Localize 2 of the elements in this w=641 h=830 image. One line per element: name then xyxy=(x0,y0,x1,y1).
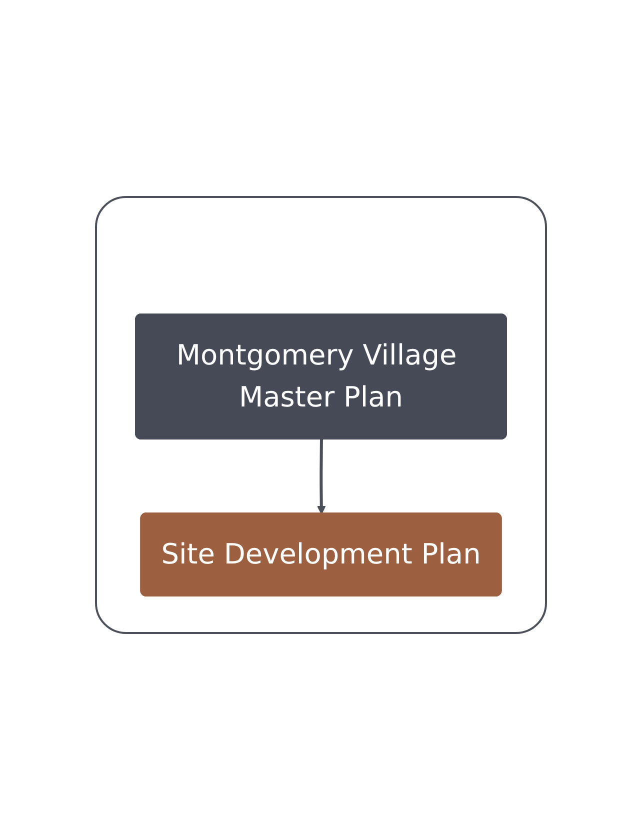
cluster xyxy=(94,196,546,634)
arrow xyxy=(316,438,326,514)
